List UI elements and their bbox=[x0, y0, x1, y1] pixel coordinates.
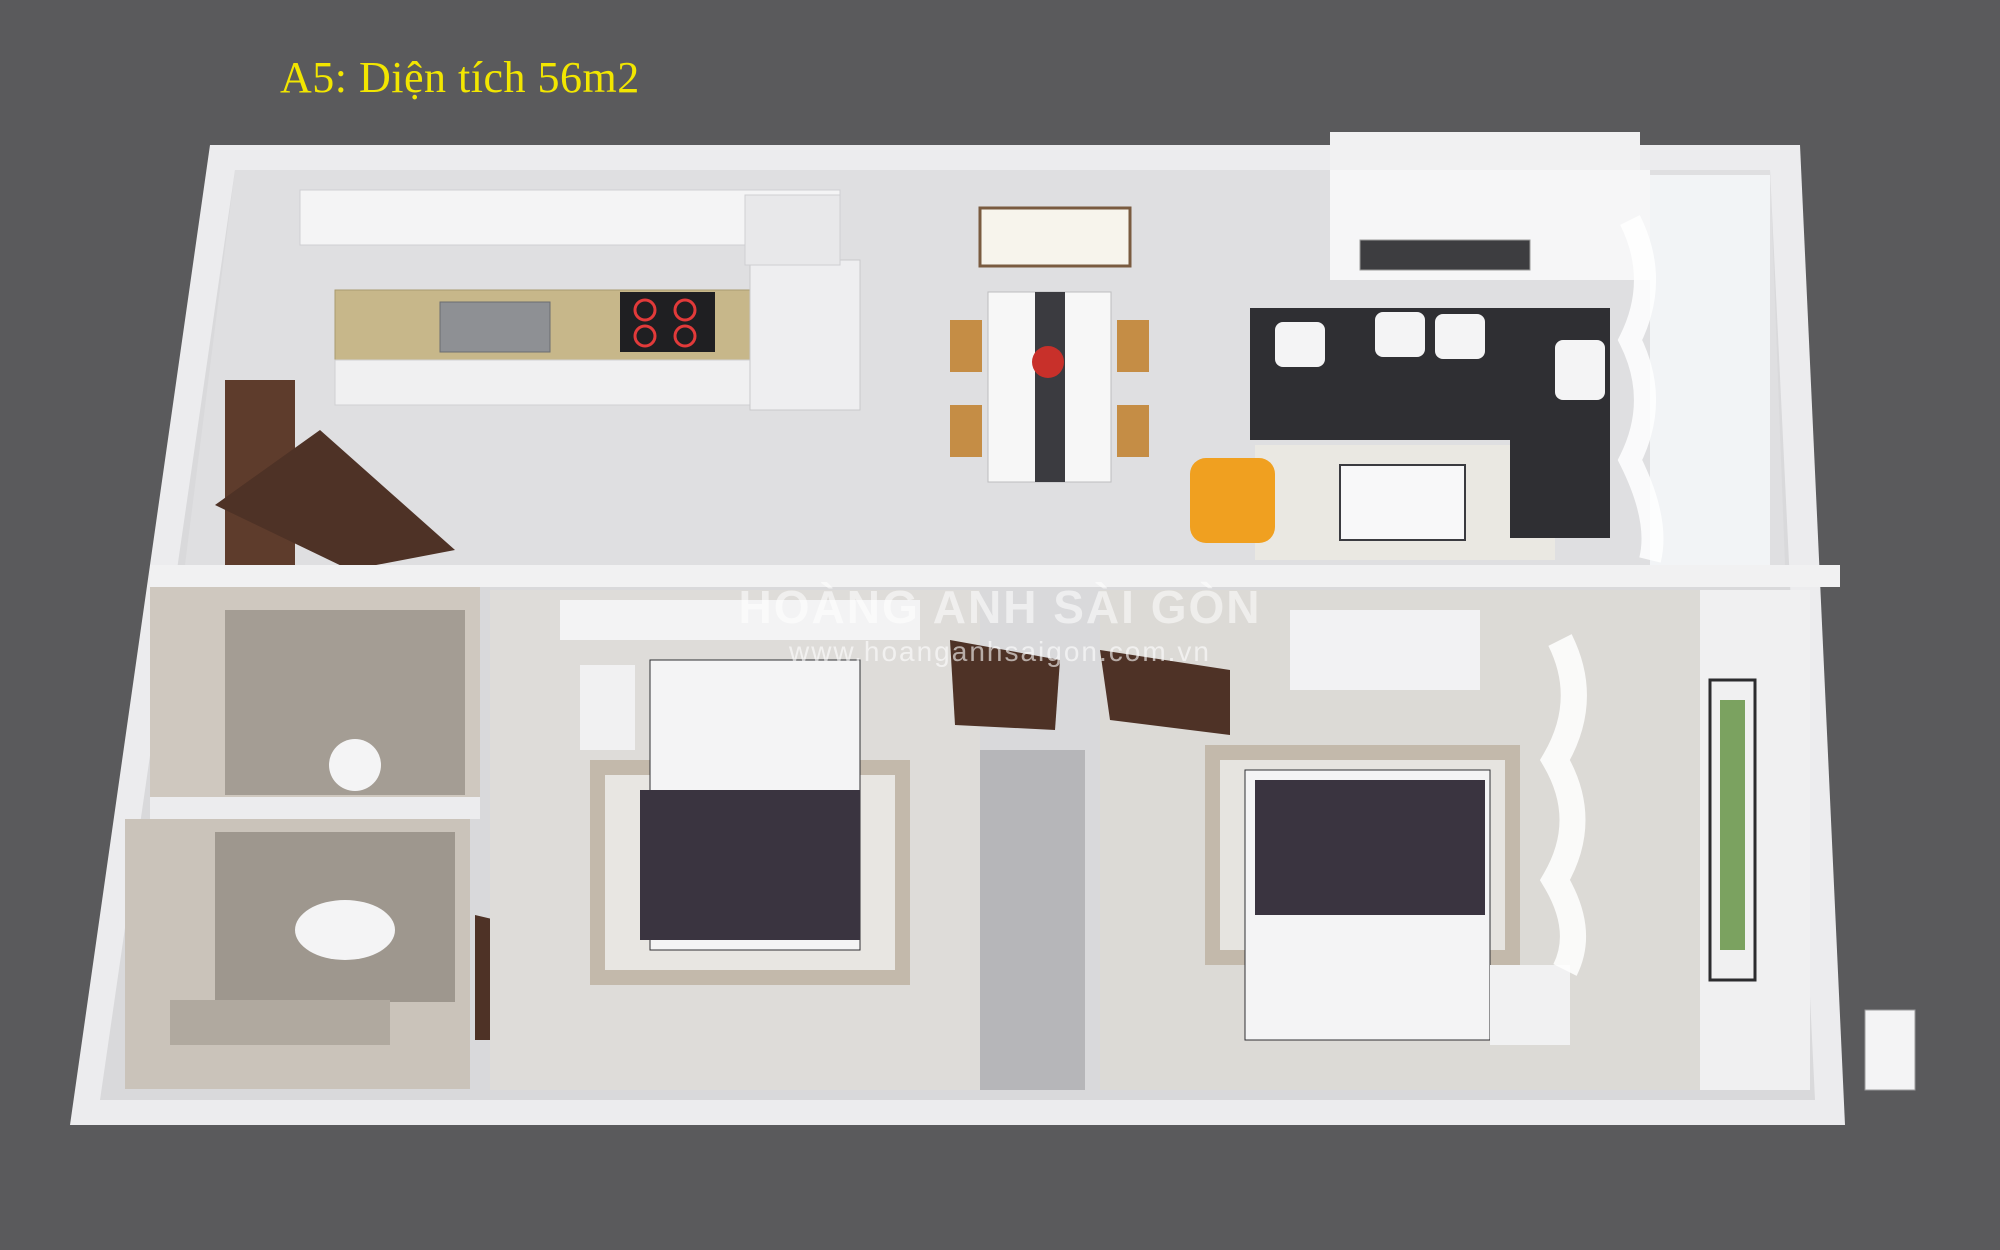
fruit-bowl bbox=[1032, 346, 1064, 378]
living-window bbox=[1650, 175, 1770, 565]
sofa-cushion bbox=[1435, 314, 1485, 359]
bedroom-1-blanket bbox=[640, 790, 860, 940]
sectional-sofa bbox=[1250, 308, 1610, 538]
cooktop-burner bbox=[673, 324, 697, 348]
bedroom-2-curtain bbox=[1539, 634, 1587, 976]
bedroom-2-nightstand bbox=[1490, 965, 1570, 1045]
corridor-wall bbox=[980, 750, 1085, 1090]
balcony-railing bbox=[1708, 678, 1757, 982]
bathroom-partition bbox=[150, 797, 480, 819]
toilet bbox=[295, 900, 395, 960]
cooktop-burner bbox=[673, 298, 697, 322]
watermark-brand: HOÀNG ANH SÀI GÒN bbox=[738, 581, 1262, 633]
watermark-url: www.hoanganhsaigon.com.vn bbox=[788, 636, 1211, 667]
armchair bbox=[1190, 458, 1275, 543]
cooktop-burner bbox=[633, 298, 657, 322]
kitchen-cooktop bbox=[620, 292, 715, 352]
plan-title: A5: Diện tích 56m2 bbox=[280, 53, 640, 102]
kitchen-sink bbox=[439, 301, 551, 353]
balcony-plant bbox=[1720, 700, 1745, 950]
curtain bbox=[1617, 215, 1664, 563]
bedroom-2-blanket bbox=[1255, 780, 1485, 915]
interior-partition-wall bbox=[150, 565, 1840, 587]
sofa-cushion bbox=[1555, 340, 1605, 400]
balcony-top-wall bbox=[1330, 132, 1640, 170]
wall-artwork bbox=[1359, 239, 1531, 271]
bedroom-1-headboard-wall bbox=[560, 600, 920, 640]
dining-chair bbox=[1117, 320, 1149, 372]
bedroom-1-door bbox=[950, 640, 1060, 730]
entrance-door bbox=[215, 430, 455, 570]
coffee-table bbox=[1339, 464, 1466, 541]
wall-cabinet-side bbox=[744, 194, 841, 266]
dining-chair bbox=[950, 405, 982, 457]
dining-chair bbox=[950, 320, 982, 372]
sofa-cushion bbox=[1375, 312, 1425, 357]
wall-picture-frames bbox=[978, 206, 1132, 268]
bedroom-2-shelf bbox=[1290, 610, 1480, 690]
dining-chair bbox=[1117, 405, 1149, 457]
kitchen-lower-cabinet bbox=[334, 359, 766, 406]
washbasin bbox=[329, 739, 381, 791]
bedroom-2-door bbox=[1100, 650, 1230, 735]
balcony-post bbox=[1864, 1009, 1916, 1091]
refrigerator bbox=[749, 259, 861, 411]
cooktop-burner bbox=[633, 324, 657, 348]
sofa-cushion bbox=[1275, 322, 1325, 367]
bedroom-1-nightstand bbox=[580, 665, 635, 750]
table-runner bbox=[1035, 292, 1065, 482]
bathroom-counter bbox=[170, 1000, 390, 1045]
